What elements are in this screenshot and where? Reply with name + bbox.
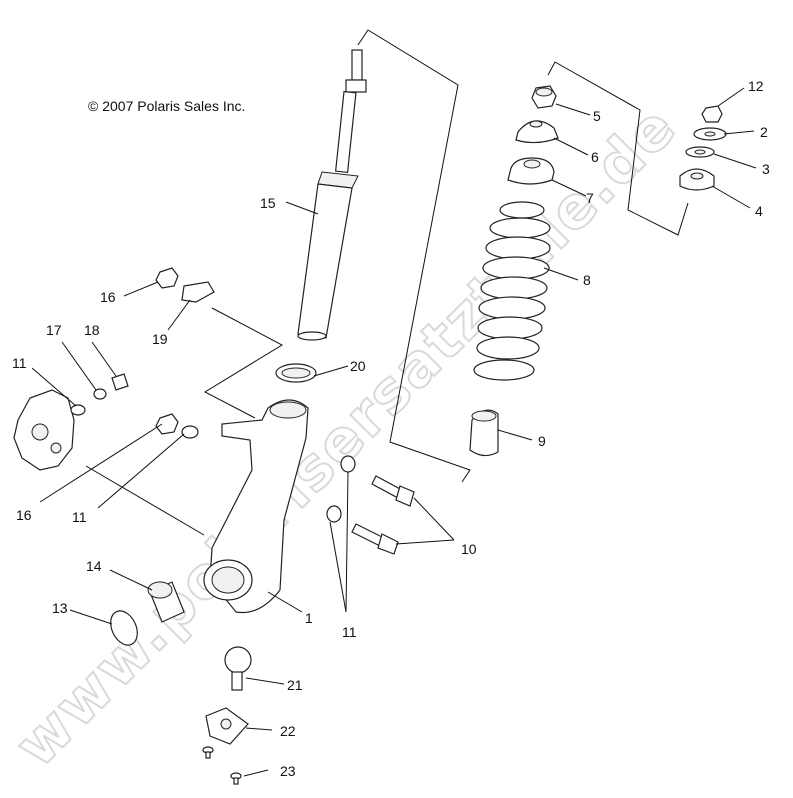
spring-top-bracket: [547, 61, 689, 236]
callout-23: 23: [280, 763, 296, 779]
mount-part-4: [679, 168, 715, 191]
coil-spring: [473, 201, 551, 381]
screw-part-23-b: [230, 772, 242, 785]
callout-18: 18: [84, 322, 100, 338]
nut-part-12: [701, 105, 723, 123]
washer-part-17: [93, 388, 107, 400]
bolt-part-10-lower: [351, 523, 399, 555]
nut-part-5: [531, 85, 557, 109]
spring-cap-part-7: [507, 157, 555, 185]
callout-6: 6: [591, 149, 599, 165]
callout-11-right: 11: [342, 624, 357, 640]
callout-19: 19: [152, 331, 168, 347]
seal-ring-part-20: [275, 363, 317, 383]
callout-11-caliper: 11: [12, 355, 27, 371]
callout-17: 17: [46, 322, 62, 338]
copyright-text: © 2007 Polaris Sales Inc.: [88, 98, 245, 114]
callout-9: 9: [538, 433, 546, 449]
washer-part-11-upper-right: [340, 455, 356, 473]
callout-16-lower: 16: [16, 507, 32, 523]
callout-4: 4: [755, 203, 763, 219]
callout-14: 14: [86, 558, 102, 574]
callout-3: 3: [762, 161, 770, 177]
washer-part-11-caliper: [70, 404, 86, 416]
washer-part-2: [693, 127, 727, 141]
caliper-bracket: [203, 307, 284, 419]
callout-22: 22: [280, 723, 296, 739]
upper-seat-part-6: [515, 120, 559, 144]
washer-part-11-lower-right: [326, 505, 342, 523]
callout-10: 10: [461, 541, 477, 557]
ball-joint-part-21: [224, 646, 252, 691]
screw-part-23-a: [202, 746, 214, 759]
callout-2: 2: [760, 124, 768, 140]
washer-part-3: [685, 146, 715, 158]
nut-part-16-upper: [155, 267, 179, 289]
callout-15: 15: [260, 195, 276, 211]
plate-part-22: [205, 707, 249, 745]
leader-lines: [31, 87, 757, 777]
callout-21: 21: [287, 677, 303, 693]
snap-ring-part-13: [110, 610, 138, 646]
callout-13: 13: [52, 600, 68, 616]
shock-absorber: [297, 49, 367, 341]
steering-knuckle: [203, 399, 309, 614]
bolt-part-18: [111, 373, 129, 391]
bolt-part-10-upper: [371, 475, 415, 507]
callout-7: 7: [586, 190, 594, 206]
callout-8: 8: [583, 272, 591, 288]
clip-part-19: [181, 281, 215, 303]
washer-part-11-lower: [181, 425, 199, 439]
strut-bracket: [357, 29, 471, 483]
callout-labels: 1 2 3 4 5 6 7 8 9 10 11 11 11 11 12 13 1…: [12, 78, 770, 779]
brake-caliper: [13, 389, 75, 471]
callout-5: 5: [593, 108, 601, 124]
callout-1: 1: [305, 610, 313, 626]
callout-12: 12: [748, 78, 764, 94]
callout-11-lower: 11: [72, 509, 87, 525]
bearing-part-14: [147, 581, 185, 623]
callout-20: 20: [350, 358, 366, 374]
callout-16-upper: 16: [100, 289, 116, 305]
bump-stop: [469, 409, 499, 457]
nut-part-16-lower: [155, 413, 179, 435]
